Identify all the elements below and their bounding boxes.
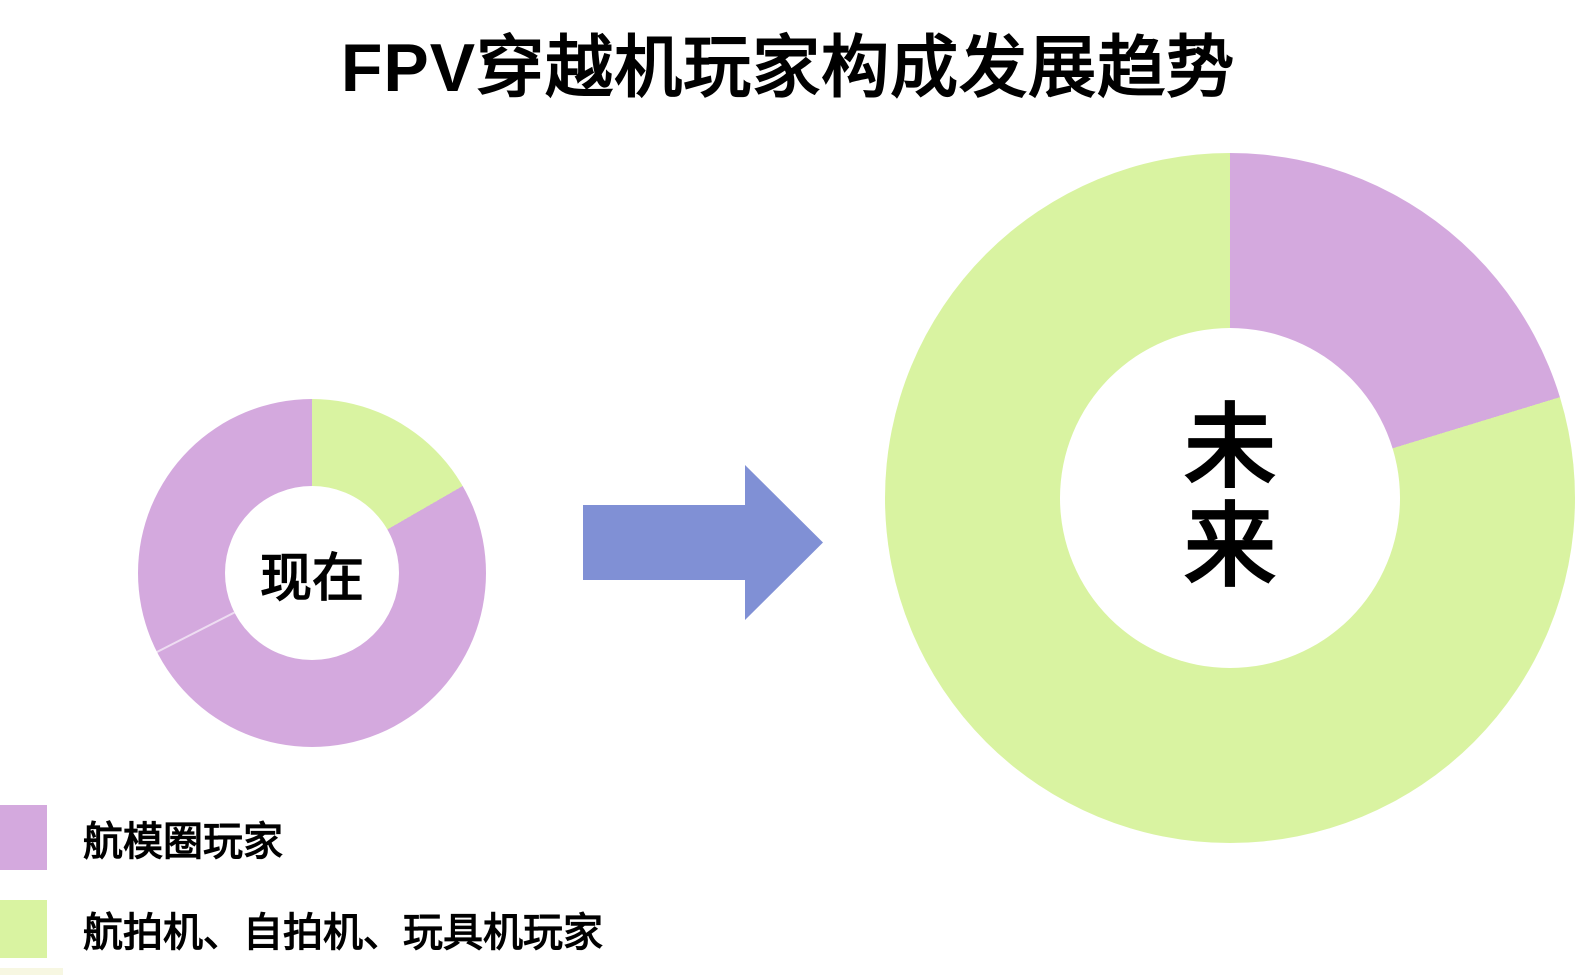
- legend-label-model-players: 航模圈玩家: [83, 819, 283, 864]
- legend-swatch-green: [0, 900, 47, 958]
- arrow-right-shape: [583, 465, 823, 620]
- donut-chart-future: 未 来: [885, 153, 1575, 843]
- legend-item-other-players: 航拍机、自拍机、玩具机玩家: [0, 900, 603, 958]
- donut-future-hole: 未 来: [1060, 328, 1400, 668]
- donut-now-center-label: 现在: [259, 549, 364, 608]
- legend-item-model-players: 航模圈玩家: [0, 805, 283, 870]
- donut-future-center-label: 未 来: [1183, 396, 1276, 598]
- legend-swatch-partial: [0, 968, 63, 975]
- donut-chart-now: 现在: [138, 399, 486, 747]
- page-title: FPV穿越机玩家构成发展趋势: [340, 30, 1236, 106]
- donut-now-hole: 现在: [225, 486, 399, 660]
- legend-label-other-players: 航拍机、自拍机、玩具机玩家: [83, 911, 603, 955]
- legend-swatch-purple: [0, 805, 47, 870]
- arrow-right-icon: [583, 465, 823, 620]
